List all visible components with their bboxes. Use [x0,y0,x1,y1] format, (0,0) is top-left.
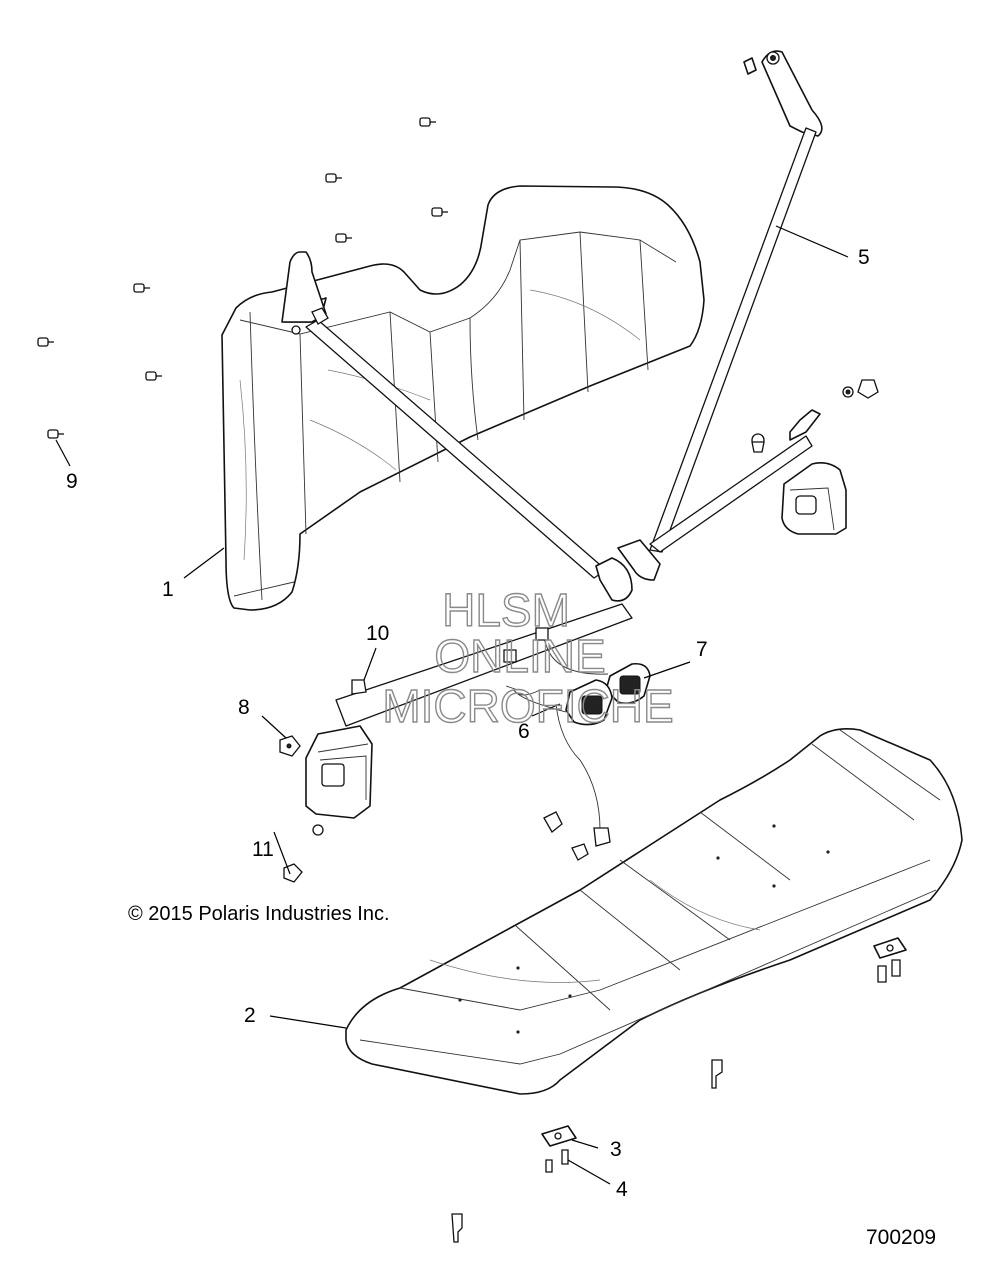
copyright-notice: © 2015 Polaris Industries Inc. [128,903,390,925]
retractor-right [751,379,879,535]
seat-bottom [345,728,963,1243]
screws [37,117,448,439]
seat-bottom-dots [458,824,830,1034]
callout-6: 6 [518,720,530,743]
shoulder-belt [649,50,849,553]
callout-9: 9 [66,470,78,493]
callout-3: 3 [610,1138,622,1161]
watermark: HLSM ONLINE MICROFICHE [382,583,675,732]
lap-belt-right [617,409,821,581]
callout-labels: 1 2 3 4 5 6 7 8 9 10 11 [66,246,870,1201]
callout-1: 1 [162,578,174,601]
watermark-line-2: ONLINE [434,630,605,682]
lap-belt-left [305,319,633,727]
callout-11: 11 [252,838,274,861]
callout-7: 7 [696,638,708,661]
watermark-line-3: MICROFICHE [382,680,673,732]
diagram-number: 700209 [866,1226,937,1249]
watermark-line-1: HLSM [442,584,570,636]
callout-10: 10 [366,622,389,645]
callout-2: 2 [244,1004,256,1027]
callout-5: 5 [858,246,870,269]
seat-back [221,185,705,611]
leader-lines [55,439,691,1185]
callout-8: 8 [238,696,250,719]
buckle-assembly [503,627,651,861]
callout-4: 4 [616,1178,628,1201]
retractor-left [279,679,373,883]
